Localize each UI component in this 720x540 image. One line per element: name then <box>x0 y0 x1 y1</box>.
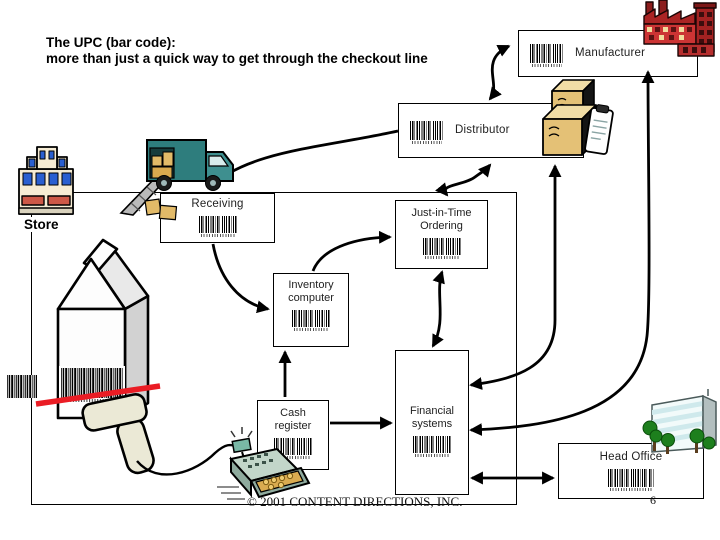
financial-label-line2: systems <box>411 418 453 430</box>
barcode-icon <box>530 44 564 67</box>
store-label: Store <box>22 217 61 232</box>
arrow-jit-distributor <box>435 163 492 197</box>
arrow-manufacturer-distributor <box>488 44 511 101</box>
cash-label-line2: register <box>274 420 312 432</box>
node-cash-register: Cash register <box>257 400 329 470</box>
jit-label-line1: Just-in-Time <box>411 207 472 219</box>
title-line-1: The UPC (bar code): <box>46 35 176 50</box>
copyright: © 2001 CONTENT DIRECTIONS, INC. <box>247 494 463 509</box>
node-financial-systems: Financial systems <box>395 350 469 495</box>
receiving-label: Receiving <box>191 198 244 210</box>
financial-label-line1: Financial <box>409 405 455 417</box>
inventory-label-line2: computer <box>288 292 334 304</box>
barcode-icon <box>608 469 654 491</box>
node-jit-ordering: Just-in-Time Ordering <box>395 200 488 269</box>
barcode-icon <box>422 238 461 259</box>
cash-label-line1: Cash <box>280 407 306 419</box>
barcode-icon <box>274 438 312 459</box>
distributor-label: Distributor <box>455 124 510 136</box>
node-inventory-computer: Inventory computer <box>273 273 349 347</box>
barcode-icon <box>292 310 330 331</box>
head-office-label: Head Office <box>599 451 663 463</box>
slide-title: The UPC (bar code): more than just a qui… <box>46 35 428 67</box>
page-number: 6 <box>650 493 656 507</box>
arrow-distributor-to-receiving <box>207 129 399 190</box>
node-receiving: Receiving <box>160 193 275 243</box>
title-line-2: more than just a quick way to get throug… <box>46 51 428 66</box>
barcode-icon <box>413 436 451 457</box>
node-manufacturer: Manufacturer <box>518 30 698 77</box>
clipboard-icon <box>584 104 614 155</box>
barcode-icon <box>198 216 237 237</box>
jit-label-line2: Ordering <box>420 220 463 232</box>
node-head-office: Head Office <box>558 443 704 499</box>
barcode-icon <box>410 121 444 144</box>
inventory-label-line1: Inventory <box>288 279 334 291</box>
node-distributor: Distributor <box>398 103 584 158</box>
manufacturer-label: Manufacturer <box>575 47 646 59</box>
